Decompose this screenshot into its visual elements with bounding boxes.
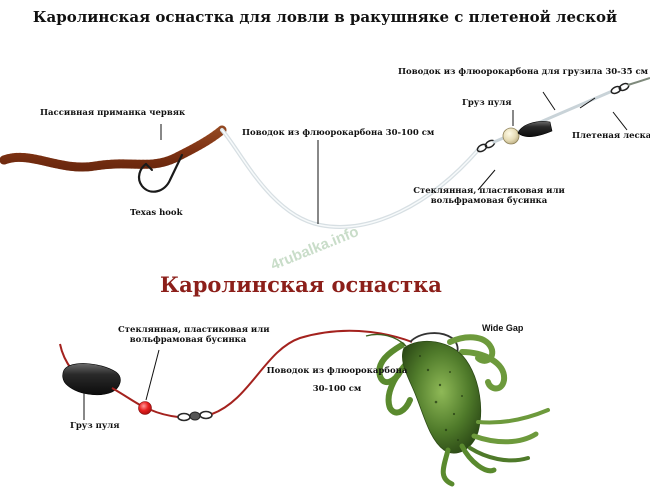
bottom-sinker-label: Груз пуля: [70, 421, 120, 431]
long-fluoro-leader: [220, 128, 480, 229]
secondary-title: Каролинская оснастка: [160, 272, 442, 297]
braid-label: Плетеная леска: [572, 131, 650, 141]
worm-label: Пассивная приманка червяк: [40, 108, 186, 118]
top-bead-label: Стеклянная, пластиковая или вольфрамовая…: [404, 186, 574, 206]
top-swivel-2: [610, 82, 630, 95]
bottom-leader-label-line2: 30-100 см: [312, 384, 362, 395]
main-title: Каролинская оснастка для ловли в ракушня…: [32, 8, 618, 26]
top-bead-label-line2: вольфрамовая бусинка: [430, 196, 548, 207]
top-bullet-sinker: [517, 121, 553, 138]
texas-hook: [137, 153, 184, 193]
crayfish-bait: [365, 333, 550, 487]
bottom-bead-label: Стеклянная, пластиковая или вольфрамовая…: [118, 325, 270, 346]
long-leader-label: Поводок из флюорокарбона 30-100 см: [242, 128, 435, 138]
bottom-bullet-sinker: [62, 363, 121, 396]
bottom-bead-label-line2: вольфрамовая бусинка: [129, 335, 247, 346]
bottom-bead: [138, 401, 152, 415]
bottom-leader-label: Поводок из флюорокарбона 30-100 см: [262, 366, 412, 394]
bottom-swivel: [177, 410, 213, 422]
top-bead: [502, 127, 520, 145]
top-sinker-label: Груз пуля: [462, 98, 512, 108]
sinker-leader-label: Поводок из флюорокарбона для грузила 30-…: [398, 67, 649, 77]
bottom-fluoro-leader: [211, 329, 413, 415]
bottom-bead-label-line1: Стеклянная, пластиковая или: [118, 325, 270, 335]
top-bead-label-line1: Стеклянная, пластиковая или: [413, 186, 565, 196]
braided-line: [627, 77, 650, 86]
bottom-leader-label-line1: Поводок из флюорокарбона: [266, 366, 408, 376]
wide-gap-label: Wide Gap: [482, 323, 524, 333]
texas-hook-label: Texas hook: [130, 208, 183, 218]
